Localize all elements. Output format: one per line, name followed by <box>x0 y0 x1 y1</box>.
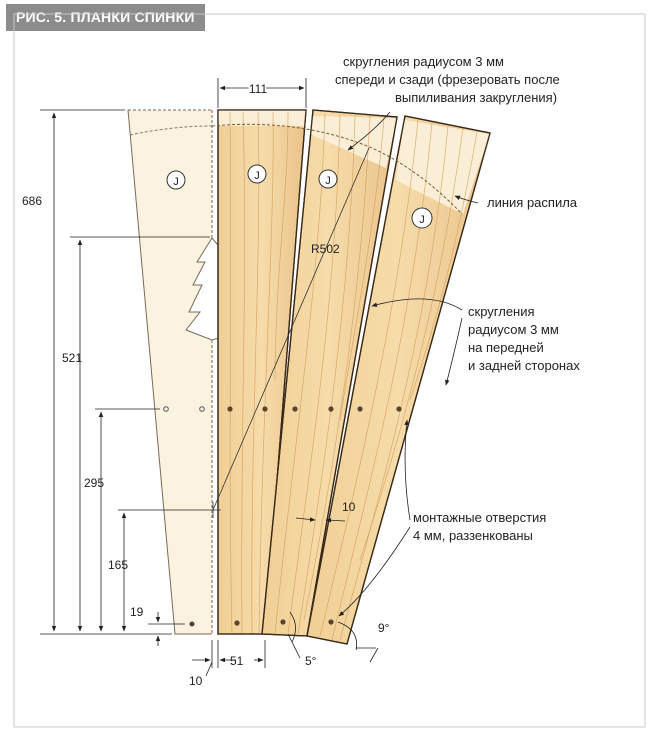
dim-bottom-lines <box>192 611 379 677</box>
hole-pattern-1 <box>163 406 169 412</box>
dim-165: 165 <box>108 558 128 572</box>
grain-mark-1: J <box>173 176 179 188</box>
radius-line <box>212 147 370 511</box>
dim-angle-5: 5° <box>305 654 317 668</box>
dim-angle-9: 9° <box>378 621 390 635</box>
dim-bottom-10: 10 <box>189 674 203 688</box>
dim-bottom-51: 51 <box>230 654 244 668</box>
annotation-cut-line: линия распила <box>487 195 578 210</box>
annotation-rounding-top: скругления радиусом 3 мм спереди и сзади… <box>335 54 560 105</box>
annotation-rounding-side: скругления радиусом 3 мм на передней и з… <box>468 304 580 373</box>
grain-markers: J J J J <box>166 164 433 229</box>
slat-3 <box>306 115 491 645</box>
dim-top-width <box>217 78 307 108</box>
annotation-rounding-side-2: радиусом 3 мм <box>468 322 559 337</box>
annotation-rounding-side-3: на передней <box>468 340 544 355</box>
radius-label: R502 <box>311 242 340 256</box>
annotation-rounding-side-1: скругления <box>468 304 535 319</box>
dim-gap <box>295 517 346 523</box>
hole-s2-2 <box>328 406 334 412</box>
dim-19: 19 <box>130 605 144 619</box>
dim-295: 295 <box>84 476 104 490</box>
dim-gap-10: 10 <box>342 500 356 514</box>
hole-s1-1 <box>227 406 233 412</box>
hole-s3-2 <box>396 406 402 412</box>
cut-arc <box>211 123 463 215</box>
dim-521: 521 <box>62 351 82 365</box>
callout-leaders <box>338 111 479 617</box>
hole-s1-3 <box>234 620 240 626</box>
annotation-holes-2: 4 мм, раззенкованы <box>413 528 533 543</box>
grain-mark-3: J <box>325 175 331 187</box>
annotation-rounding-top-1: скругления радиусом 3 мм <box>343 54 504 69</box>
dim-left-lines <box>40 109 210 646</box>
hole-pattern-2 <box>199 406 205 412</box>
annotation-holes: монтажные отверстия 4 мм, раззенкованы <box>413 510 546 543</box>
hole-pattern-3 <box>189 621 195 627</box>
figure-title: РИС. 5. ПЛАНКИ СПИНКИ <box>6 4 205 31</box>
hole-s3-1 <box>357 406 363 412</box>
annotation-holes-1: монтажные отверстия <box>413 510 546 525</box>
hole-s2-1 <box>292 406 298 412</box>
hole-s1-2 <box>262 406 268 412</box>
grain-mark-2: J <box>254 170 260 182</box>
grain-mark-4: J <box>419 214 425 226</box>
annotation-rounding-side-4: и задней сторонах <box>468 358 580 373</box>
dim-top-width-label: 111 <box>249 82 268 96</box>
dim-686: 686 <box>22 194 42 208</box>
hole-s3-3 <box>328 619 334 625</box>
hole-s2-3 <box>280 619 286 625</box>
annotation-rounding-top-2: спереди и сзади (фрезеровать после <box>335 72 560 87</box>
frame-border <box>13 13 646 728</box>
annotation-rounding-top-3: выпиливания закругления) <box>395 90 557 105</box>
